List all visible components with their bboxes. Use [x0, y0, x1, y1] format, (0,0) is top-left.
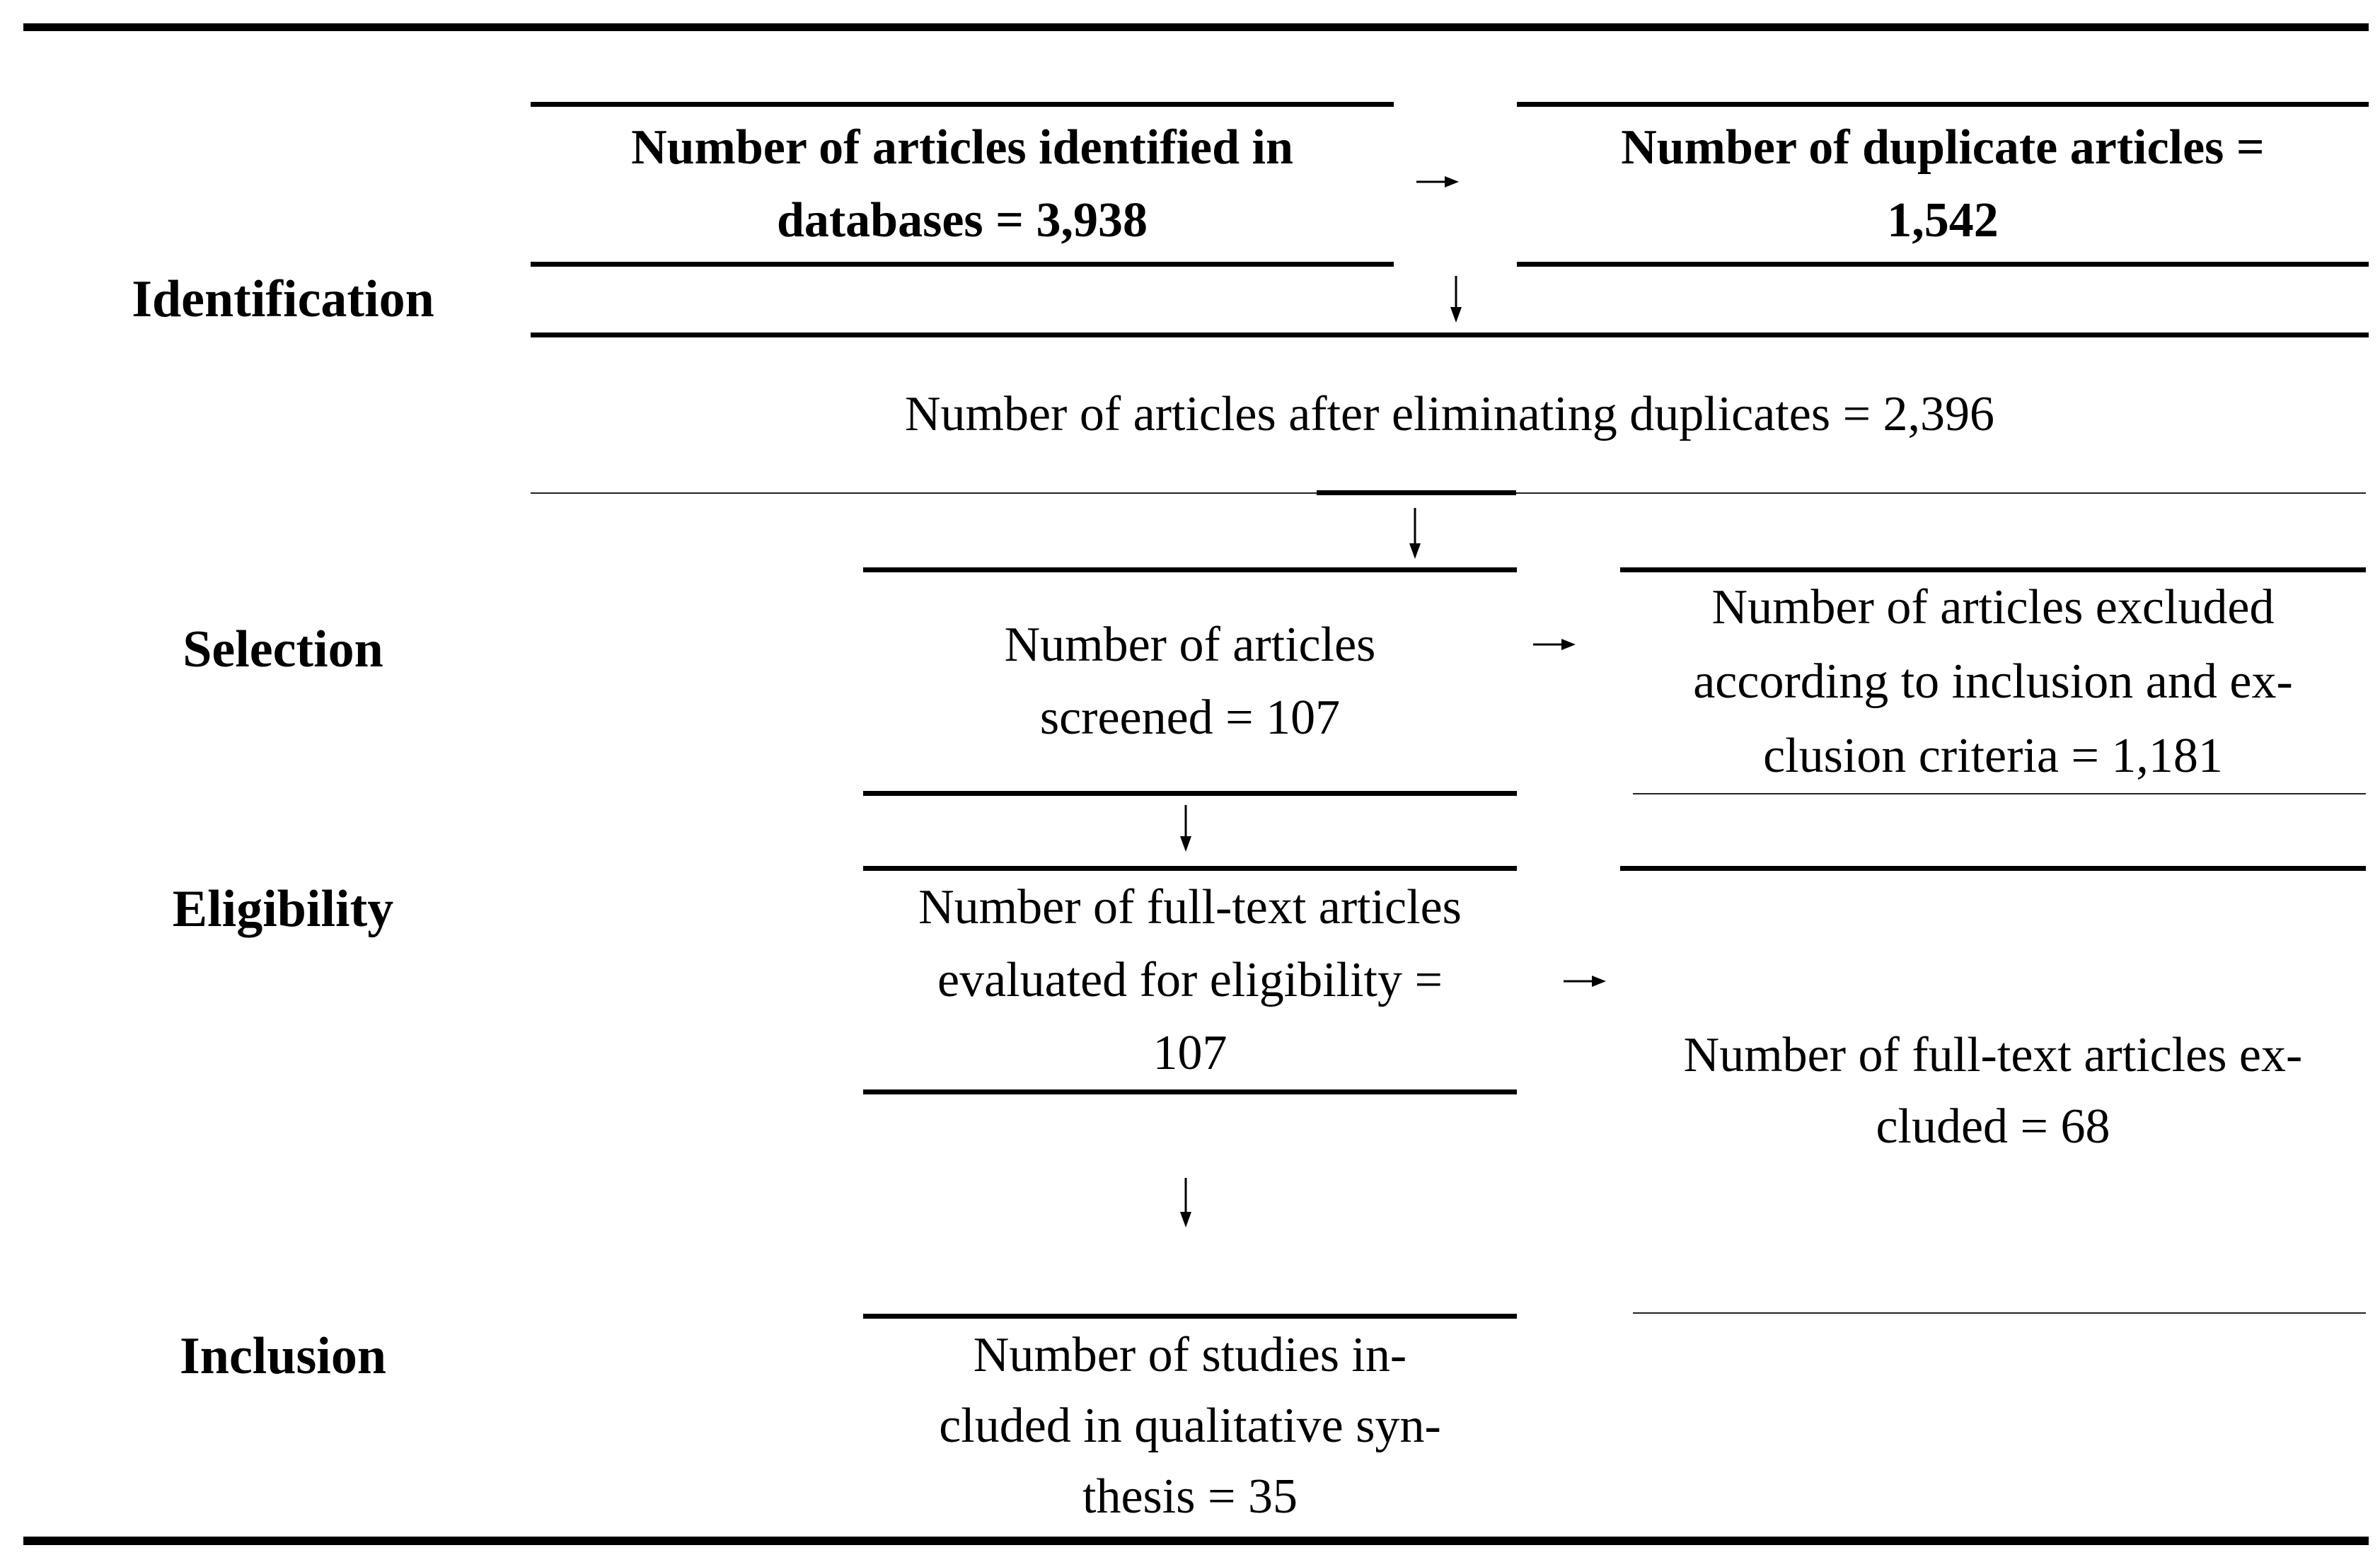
box-excluded-by-criteria: Number of articles excluded according to… [1620, 569, 2366, 793]
stage-label-identification: Identification [132, 270, 434, 328]
box-line: cluded = 68 [1876, 1099, 2110, 1154]
box-line: Number of full-text articles [918, 879, 1462, 935]
rule-box-excluded-top [1620, 567, 2366, 572]
box-fulltext-evaluated: Number of full-text articles evaluated f… [863, 868, 1517, 1092]
box-line: cluded in qualitative syn- [939, 1399, 1441, 1453]
rule-box-included-top [863, 1314, 1517, 1319]
box-included-qualitative: Number of studies in- cluded in qualitat… [863, 1316, 1517, 1537]
box-line: clusion criteria = 1,181 [1763, 728, 2223, 783]
box-line: screened = 107 [1039, 690, 1341, 745]
box-line: 107 [1153, 1025, 1227, 1080]
stage-label-eligibility: Eligibility [172, 879, 394, 938]
down-arrow-icon [1180, 1178, 1191, 1227]
box-fulltext-excluded: Number of full-text articles ex- cluded … [1620, 868, 2366, 1314]
down-arrow-icon [1450, 276, 1462, 323]
box-line: Number of studies in- [973, 1328, 1407, 1382]
box-line: Number of articles [1004, 618, 1376, 672]
box-articles-identified: Number of articles identified in databas… [531, 104, 1394, 264]
rule-box-fulltext-top [863, 866, 1517, 871]
rule-identification-row-bottom [531, 333, 2369, 337]
box-line: Number of articles identified in [631, 120, 1293, 175]
stage-label-selection: Selection [183, 620, 383, 678]
box-duplicate-articles: Number of duplicate articles = 1,542 [1517, 104, 2369, 264]
rule-box-fulltext-excluded-bottom-thin [1633, 1312, 2366, 1314]
rule-box-fulltext-bottom [863, 1089, 1517, 1094]
rule-box-duplicates-bottom [1517, 262, 2369, 267]
box-articles-screened: Number of articles screened = 107 [863, 569, 1517, 793]
right-arrow-icon [1564, 976, 1606, 987]
rule-box-fulltext-excluded-top [1620, 866, 2366, 871]
rule-box-identified-bottom [531, 262, 1394, 267]
right-arrow-icon [1533, 639, 1576, 650]
box-line: evaluated for eligibility = [937, 952, 1443, 1007]
rule-bottom-border [23, 1537, 2369, 1545]
stage-label-inclusion: Inclusion [179, 1326, 387, 1385]
box-line: Number of full-text articles ex- [1683, 1028, 2303, 1082]
box-line: according to inclusion and ex- [1693, 654, 2293, 709]
box-line: Number of articles excluded [1711, 579, 2275, 635]
box-line: databases = 3,938 [776, 193, 1148, 248]
box-line: thesis = 35 [1082, 1469, 1298, 1524]
box-line: 1,542 [1887, 193, 1999, 248]
rule-arrow-cell-top [1317, 490, 1516, 495]
rule-box-screened-top [863, 567, 1517, 572]
rule-box-excluded-bottom-thin [1633, 793, 2366, 794]
box-line: Number of articles after eliminating dup… [904, 386, 1995, 441]
right-arrow-icon [1416, 176, 1459, 187]
down-arrow-icon [1409, 508, 1421, 559]
rule-box-screened-bottom [863, 791, 1517, 796]
rule-box-duplicates-top [1517, 102, 2369, 107]
rule-box-identified-top [531, 102, 1394, 107]
rule-top-border [23, 23, 2369, 31]
box-after-duplicates: Number of articles after eliminating dup… [531, 335, 2369, 493]
box-line: Number of duplicate articles = [1621, 120, 2265, 175]
down-arrow-icon [1180, 805, 1191, 852]
